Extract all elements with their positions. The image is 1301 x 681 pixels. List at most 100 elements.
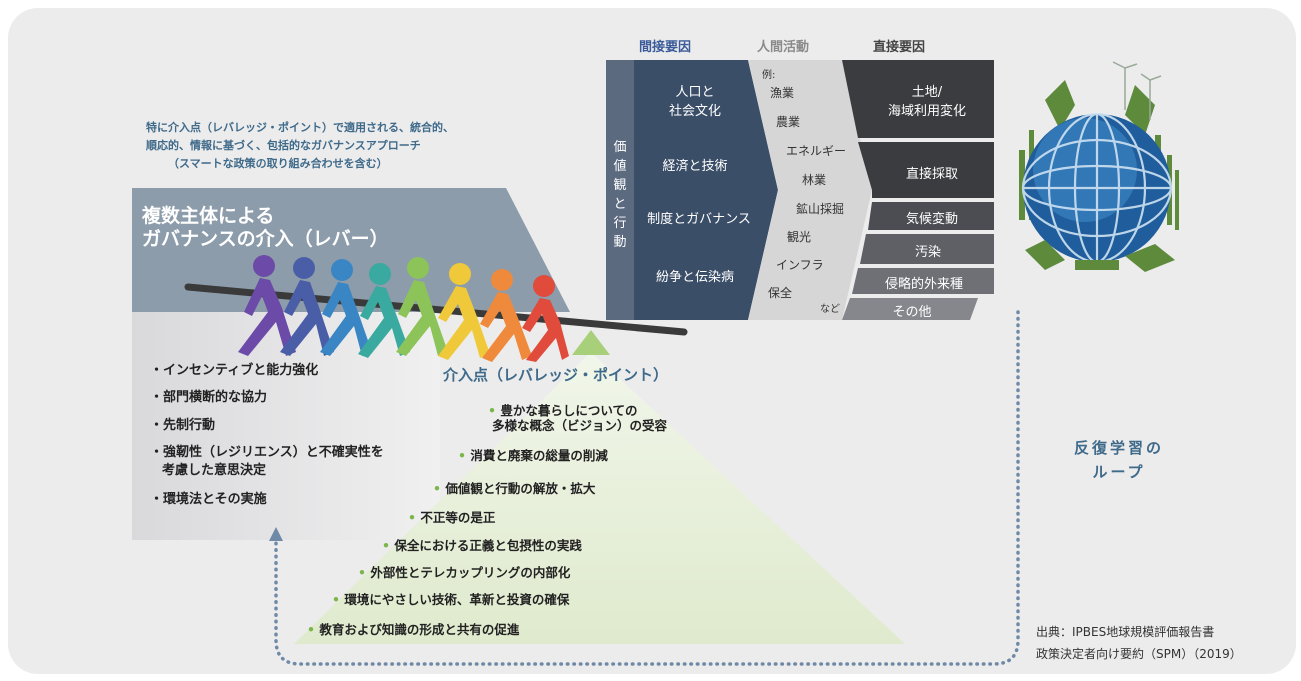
source-line: 出典：IPBES地球規模評価報告書 xyxy=(1036,625,1215,639)
lever-item: ・先制行動 xyxy=(150,418,216,433)
human-item: 林業 xyxy=(802,173,827,187)
human-item: 鉱山採掘 xyxy=(796,202,845,216)
leverage-item-text: 不正等の是正 xyxy=(420,510,496,525)
human-item: など xyxy=(820,304,840,315)
indirect-drivers-column xyxy=(634,60,778,320)
direct-item: その他 xyxy=(892,305,932,320)
indirect-item: 制度とガバナンス xyxy=(647,212,751,227)
loop-label: 反復学習の ループ xyxy=(1054,436,1184,484)
leverage-item-text: 消費と廃棄の総量の削減 xyxy=(470,448,608,463)
bullet-icon: • xyxy=(488,403,501,418)
lever-item: ・強靭性（レジリエンス）と不確実性を xyxy=(150,445,384,460)
values-char: 値 xyxy=(613,159,627,174)
lever-scope-text: 特に介入点（レバレッジ・ポイント）で適用される、統合的、 順応的、情報に基づく、… xyxy=(146,119,566,173)
human-item: エネルギー xyxy=(786,144,847,158)
lever-item: 考慮した意思決定 xyxy=(162,463,267,478)
bullet-icon: • xyxy=(332,592,345,607)
person-figure xyxy=(320,259,372,356)
human-item: 漁業 xyxy=(770,86,795,100)
source-line: 政策決定者向け要約（SPM）（2019） xyxy=(1036,647,1242,661)
leverage-item: • 教育および知識の形成と共有の促進 xyxy=(307,622,519,637)
leverage-item-text: 価値観と行動の解放・拡大 xyxy=(445,481,596,496)
direct-item: 気候変動 xyxy=(905,212,958,227)
direct-drivers-column xyxy=(842,60,994,320)
loop-label-line: 反復学習の xyxy=(1073,439,1164,457)
source-credit: 出典：IPBES地球規模評価報告書 政策決定者向け要約（SPM）（2019） xyxy=(1036,621,1242,665)
direct-item: 土地/ 海域利用変化 xyxy=(860,83,994,121)
people-illustration xyxy=(238,255,569,362)
indirect-item: 人口と 社会文化 xyxy=(640,83,750,121)
lever-list: ・インセンティブと能力強化 ・部門横断的な協力 ・先制行動 ・強靭性（レジリエン… xyxy=(150,0,440,681)
leverage-item: • 保全における正義と包摂性の実践 xyxy=(382,538,582,553)
person-figure xyxy=(238,255,296,356)
person-figure xyxy=(280,257,334,356)
human-example-label: 例: xyxy=(762,70,776,81)
person-figure xyxy=(396,257,448,356)
leverage-item-text: 環境にやさしい技術、革新と投資の確保 xyxy=(344,592,570,607)
leverage-item-text: 多様な概念（ビジョン）の受容 xyxy=(492,418,668,433)
leverage-item: • 豊かな暮らしについての xyxy=(488,403,637,418)
human-item: インフラ xyxy=(776,258,824,272)
leverage-pyramid xyxy=(294,352,905,644)
person-figure xyxy=(438,263,490,360)
indirect-item-line: 人口と xyxy=(675,85,715,100)
values-column xyxy=(606,60,634,320)
indirect-item-line: 社会文化 xyxy=(668,104,721,119)
leverage-item: • 消費と廃棄の総量の削減 xyxy=(458,448,608,463)
lever-item: ・部門横断的な協力 xyxy=(150,390,268,405)
leverage-title: 介入点（レバレッジ・ポイント） xyxy=(443,366,669,384)
lever-scope-line: （スマートな政策の取り組み合わせを含む） xyxy=(168,157,388,170)
bullet-icon: • xyxy=(358,565,371,580)
bullet-icon: • xyxy=(458,448,471,463)
human-header: 人間活動 xyxy=(757,40,810,55)
direct-item: 直接採取 xyxy=(905,167,958,182)
values-char: と xyxy=(613,197,627,212)
person-figure xyxy=(358,263,410,358)
loop-dotted-line xyxy=(274,310,1020,666)
leverage-item-text: 豊かな暮らしについての xyxy=(500,403,638,418)
bullet-icon: • xyxy=(433,481,446,496)
human-activities-column xyxy=(748,60,872,320)
indirect-header: 間接要因 xyxy=(639,40,692,55)
bullet-icon: • xyxy=(307,622,320,637)
values-label: 価 値 観 と 行 動 xyxy=(611,138,629,252)
lever-scope-line: 特に介入点（レバレッジ・ポイント）で適用される、統合的、 xyxy=(146,121,454,134)
person-figure xyxy=(522,275,569,362)
loop-label-line: ループ xyxy=(1092,463,1146,481)
direct-item-line: 土地/ xyxy=(911,85,943,100)
values-char: 観 xyxy=(613,178,627,193)
lever-title-line: 複数主体による xyxy=(142,205,275,227)
lever-title-line: ガバナンスの介入（レバー） xyxy=(142,228,389,250)
direct-item: 侵略的外来種 xyxy=(884,277,963,292)
bullet-icon: • xyxy=(382,538,395,553)
human-item: 観光 xyxy=(787,230,812,244)
leverage-item-text: 外部性とテレカップリングの内部化 xyxy=(370,565,571,580)
human-item: 農業 xyxy=(776,115,801,129)
leverage-item: • 不正等の是正 xyxy=(408,510,495,525)
indirect-item: 経済と技術 xyxy=(662,159,728,174)
human-item: 保全 xyxy=(768,286,793,300)
loop-arrow-icon xyxy=(269,527,283,541)
lever-scope-line: 順応的、情報に基づく、包括的なガバナンスアプローチ xyxy=(146,139,421,152)
leverage-item: • 外部性とテレカップリングの内部化 xyxy=(358,565,570,580)
lever-title: 複数主体による ガバナンスの介入（レバー） xyxy=(142,205,389,251)
lever-item: ・環境法とその実施 xyxy=(150,492,267,507)
globe-icon xyxy=(1019,61,1179,272)
bullet-icon: • xyxy=(408,510,421,525)
leverage-item: • 環境にやさしい技術、革新と投資の確保 xyxy=(332,592,569,607)
values-char: 動 xyxy=(613,235,627,250)
direct-item: 汚染 xyxy=(914,245,941,260)
values-char: 価 xyxy=(613,140,627,155)
leverage-item-text: 教育および知識の形成と共有の促進 xyxy=(319,622,520,637)
direct-header: 直接要因 xyxy=(873,40,926,55)
direct-item-line: 海域利用変化 xyxy=(887,104,966,119)
fulcrum xyxy=(572,330,610,355)
leverage-item-text: 保全における正義と包摂性の実践 xyxy=(394,538,582,553)
leverage-item: • 価値観と行動の解放・拡大 xyxy=(433,481,595,496)
indirect-item: 紛争と伝染病 xyxy=(655,270,734,285)
person-figure xyxy=(480,269,532,362)
values-char: 行 xyxy=(613,216,627,231)
